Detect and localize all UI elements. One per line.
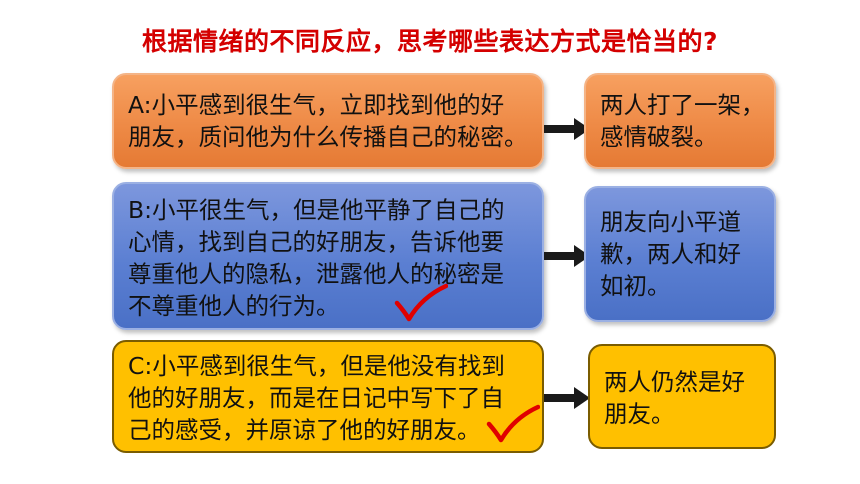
result-a-box: 两人打了一架， 感情破裂。 xyxy=(584,73,776,169)
result-a-line-2: 感情破裂。 xyxy=(600,123,718,151)
result-b-line-2: 歉，两人和好 xyxy=(600,240,741,268)
option-b-line-3: 尊重他人的隐私，泄露他人的秘密是 xyxy=(128,260,504,288)
option-b-line-4: 不尊重他人的行为。 xyxy=(128,292,340,320)
result-a-line-1: 两人打了一架， xyxy=(600,91,765,119)
arrow-right-icon xyxy=(544,118,590,140)
result-c-line-2: 朋友。 xyxy=(604,400,675,428)
result-b-box: 朋友向小平道 歉，两人和好 如初。 xyxy=(584,186,776,322)
checkmark-icon xyxy=(486,404,540,443)
option-c-line-2: 他的好朋友，而是在日记中写下了自 xyxy=(128,384,504,412)
option-a-box: A:小平感到很生气，立即找到他的好 朋友，质问他为什么传播自己的秘密。 xyxy=(112,73,544,169)
result-c-line-1: 两人仍然是好 xyxy=(604,368,745,396)
result-c-box: 两人仍然是好 朋友。 xyxy=(588,344,776,449)
option-c-box: C:小平感到很生气，但是他没有找到 他的好朋友，而是在日记中写下了自 己的感受，… xyxy=(112,340,544,453)
result-b-line-1: 朋友向小平道 xyxy=(600,208,741,236)
option-a-line-1: A:小平感到很生气，立即找到他的好 xyxy=(128,91,505,119)
option-b-line-2: 心情，找到自己的好朋友，告诉他要 xyxy=(128,228,504,256)
arrow-right-icon xyxy=(544,245,590,267)
option-a-line-2: 朋友，质问他为什么传播自己的秘密。 xyxy=(128,123,528,151)
option-c-line-3: 己的感受，并原谅了他的好朋友。 xyxy=(128,416,481,444)
checkmark-icon xyxy=(394,283,448,322)
option-c-line-1: C:小平感到很生气，但是他没有找到 xyxy=(128,352,505,380)
option-b-line-1: B:小平很生气，但是他平静了自己的 xyxy=(128,196,505,224)
page-title: 根据情绪的不同反应，思考哪些表达方式是恰当的? xyxy=(141,27,718,56)
arrow-right-icon xyxy=(544,387,590,409)
option-b-box: B:小平很生气，但是他平静了自己的 心情，找到自己的好朋友，告诉他要 尊重他人的… xyxy=(112,182,544,330)
result-b-line-3: 如初。 xyxy=(600,272,671,300)
